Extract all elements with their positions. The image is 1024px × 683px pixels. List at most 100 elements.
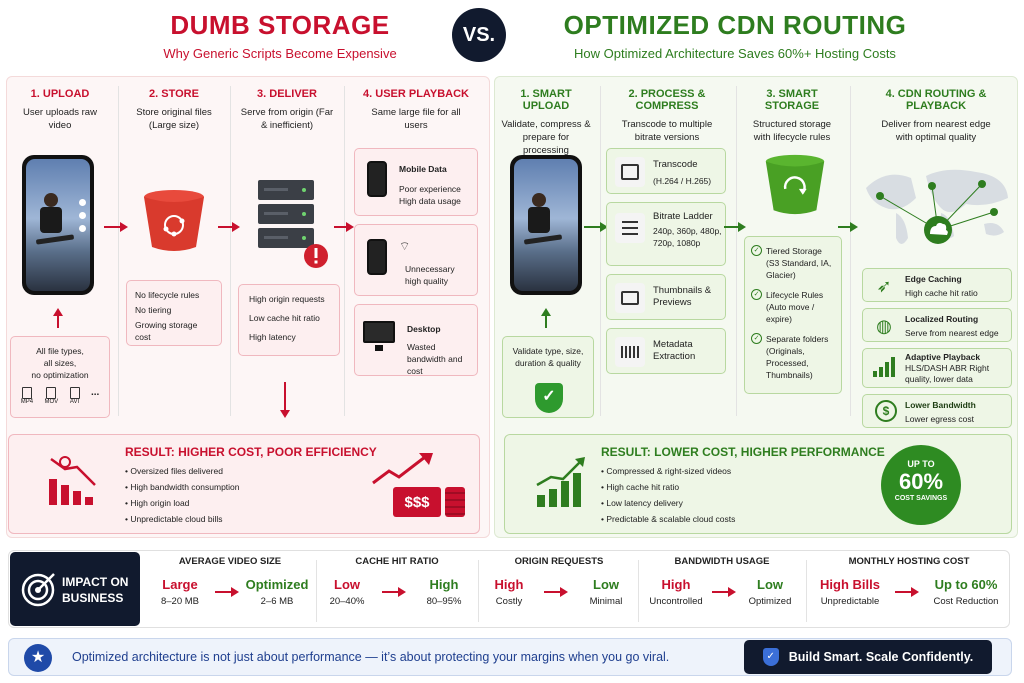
step-title: 1. UPLOAD <box>30 88 90 100</box>
cta-button[interactable]: ✓ Build Smart. Scale Confidently. <box>744 640 992 674</box>
step-title: 3. DELIVER <box>257 88 317 100</box>
metric-bad-sub: 20–40% <box>329 596 365 607</box>
list-icon <box>615 213 645 243</box>
metric-title: BANDWIDTH USAGE <box>674 556 770 567</box>
note-text: Validate type, size, duration & quality <box>512 346 584 368</box>
result-item: Compressed & right-sized videos <box>606 466 732 476</box>
flow-arrow-head <box>232 222 240 232</box>
metric-arrow <box>215 587 239 597</box>
flow-arrow <box>584 226 602 228</box>
star-icon: ★ <box>24 644 52 672</box>
phone-image <box>510 155 582 295</box>
world-map-icon <box>866 169 1008 244</box>
impact-label: IMPACT ON BUSINESS <box>62 575 129 605</box>
card-desc: (H.264 / H.265) <box>653 176 712 186</box>
process-card-transcode: Transcode (H.264 / H.265) <box>606 148 726 194</box>
storage-feature: ✓ Separate folders(Originals, Processed,… <box>751 333 835 381</box>
metric-good-sub: 2–6 MB <box>260 596 294 607</box>
metric-good-sub: Minimal <box>589 596 623 607</box>
check-icon: ✓ <box>751 333 762 344</box>
left-subtitle: Why Generic Scripts Become Expensive <box>163 46 397 61</box>
divider <box>850 86 851 416</box>
step-title: 1. SMART UPLOAD <box>520 88 572 112</box>
step-desc: Deliver from nearest edge with optimal q… <box>881 119 991 143</box>
metric-title: ORIGIN REQUESTS <box>514 556 604 567</box>
bucket-icon <box>144 190 204 251</box>
more-icon: ... <box>90 387 100 398</box>
feature-title: Lifecycle Rules <box>766 290 824 300</box>
issue: High origin requests <box>249 294 325 304</box>
note-line: no optimization <box>31 370 89 380</box>
note-line: All file types, <box>36 346 84 356</box>
metric-bad: High <box>494 577 524 592</box>
shield-check-icon: ✓ <box>535 383 563 413</box>
metric-bad: Large <box>162 577 198 592</box>
step-title: 3. SMART STORAGE <box>764 88 820 112</box>
divider <box>478 560 479 622</box>
storage-feature: ✓ Tiered Storage(S3 Standard, IA, Glacie… <box>751 245 835 281</box>
card-title: Transcode <box>653 159 698 170</box>
metric-good: High <box>429 577 459 592</box>
badge-bottom: COST SAVINGS <box>894 495 948 502</box>
storage-feature: ✓ Lifecycle Rules(Auto move / expire) <box>751 289 835 325</box>
cta-label: Build Smart. Scale Confidently. <box>788 650 974 664</box>
result-title: RESULT: HIGHER COST, POOR EFFICIENCY <box>125 445 377 459</box>
issue: High latency <box>249 332 296 342</box>
issue: Growing storage cost <box>135 320 198 342</box>
result-item: Low latency delivery <box>606 498 683 508</box>
playback-mobile-card: Mobile Data Poor experience High data us… <box>354 148 478 216</box>
note-line: all sizes, <box>43 358 77 368</box>
flow-arrow <box>724 226 740 228</box>
dollar-icon: $ <box>875 400 897 422</box>
target-icon <box>21 573 55 607</box>
divider <box>230 86 231 416</box>
dumb-step-upload: 1. UPLOAD User uploads raw video <box>10 88 110 132</box>
dumb-step-store: 2. STORE Store original files (Large siz… <box>122 88 226 132</box>
issue: No lifecycle rules <box>135 290 200 300</box>
metric-arrow <box>712 587 736 597</box>
playback-desktop-card: Desktop Wasted bandwidth and cost <box>354 304 478 376</box>
playback-wifi-card: ⌔ Unnecessary high quality <box>354 224 478 296</box>
metric-title: AVERAGE VIDEO SIZE <box>178 556 282 567</box>
card-desc: Unnecessary high quality <box>405 264 455 286</box>
wifi-icon: ⌔ <box>399 239 411 253</box>
feature-desc: (S3 Standard, IA, Glacier) <box>766 258 832 280</box>
file-icon: AVI <box>69 387 80 405</box>
feature-title: Tiered Storage <box>766 246 822 256</box>
metric-bad: Low <box>334 577 360 592</box>
divider <box>344 86 345 416</box>
metric-good: Low <box>593 577 619 592</box>
card-title: Mobile Data <box>399 164 447 174</box>
flow-arrow <box>334 226 348 228</box>
flow-arrow <box>218 226 234 228</box>
process-card-metadata: Metadata Extraction <box>606 328 726 374</box>
metric-bad: High <box>661 577 691 592</box>
divider <box>118 86 119 416</box>
issue: Low cache hit ratio <box>249 313 320 323</box>
right-subtitle: How Optimized Architecture Saves 60%+ Ho… <box>574 46 896 61</box>
image-icon <box>615 283 645 313</box>
declining-chart-icon <box>49 456 96 505</box>
card-title: Adaptive Playback <box>905 352 981 362</box>
card-title: Bitrate Ladder <box>653 211 713 222</box>
upload-note: All file types, all sizes, no optimizati… <box>10 336 110 418</box>
rising-chart-icon <box>536 457 585 507</box>
rocket-icon: ➶ <box>876 275 892 296</box>
savings-badge: UP TO 60% COST SAVINGS <box>881 445 961 525</box>
metric-good: Up to 60% <box>934 577 998 592</box>
up-arrow <box>57 316 59 328</box>
badge-top: UP TO <box>907 459 935 469</box>
feature-title: Separate folders <box>766 334 829 344</box>
coin-stack-icon <box>445 487 465 517</box>
mobile-icon <box>367 239 387 275</box>
result-list: • Oversized files delivered • High bandw… <box>125 466 240 524</box>
flow-arrow-head <box>600 222 608 232</box>
metric-arrow <box>382 587 406 597</box>
step-title: 2. PROCESS & COMPRESS <box>628 88 706 112</box>
card-title: Desktop <box>407 324 441 334</box>
dumb-step-playback: 4. USER PLAYBACK Same large file for all… <box>348 88 484 132</box>
